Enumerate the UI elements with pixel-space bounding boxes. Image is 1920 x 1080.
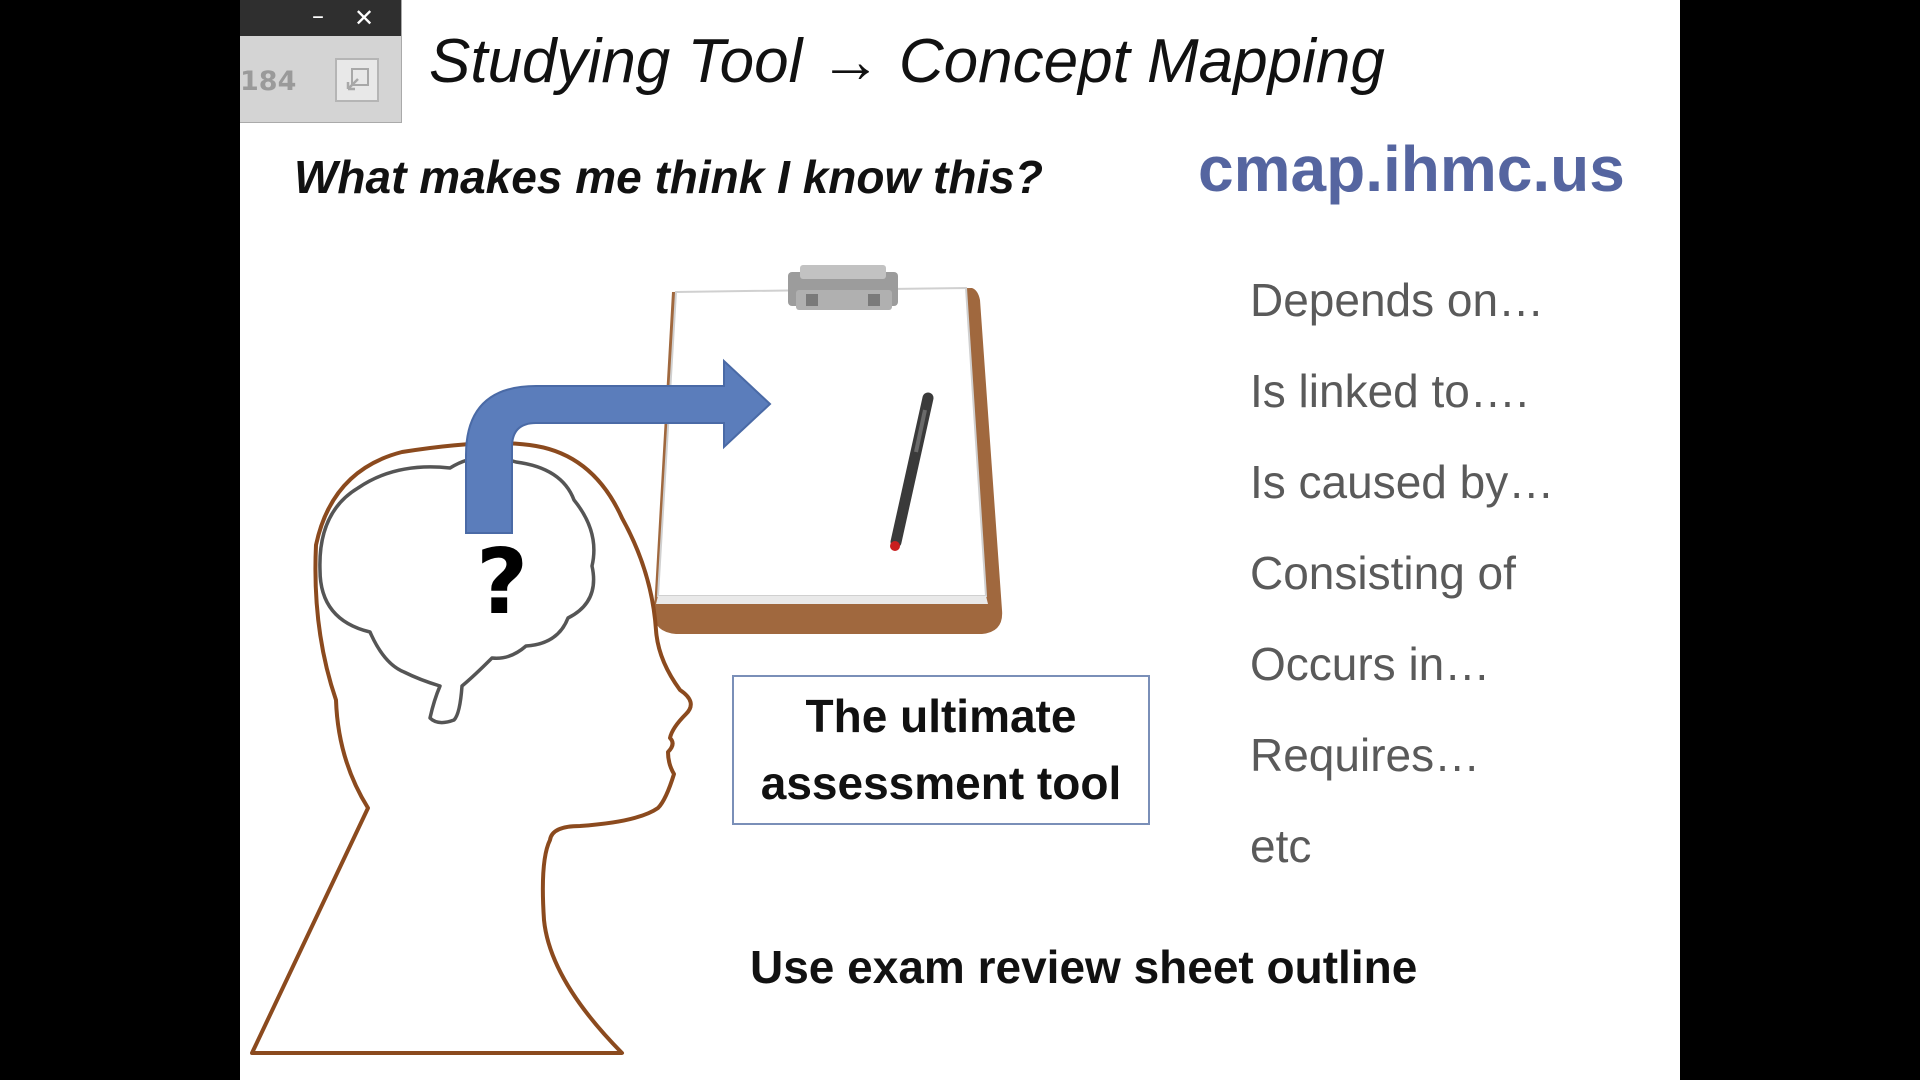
relation-item: Depends on… <box>1250 274 1545 326</box>
footer-note: Use exam review sheet outline <box>750 941 1418 993</box>
pen-icon <box>890 392 934 551</box>
clipboard-icon <box>653 265 1003 634</box>
presenter-mini-window: – ✕ 184 <box>240 0 402 123</box>
illustration <box>250 265 1003 1055</box>
relation-item: etc <box>1250 820 1312 872</box>
relation-item: Is caused by… <box>1250 456 1555 508</box>
relation-item: Is linked to…. <box>1250 365 1529 417</box>
minimize-icon[interactable]: – <box>312 2 324 30</box>
relation-item: Consisting of <box>1250 547 1516 599</box>
website-link[interactable]: cmap.ihmc.us <box>1198 133 1625 205</box>
head-outline-icon <box>250 441 693 1055</box>
close-icon[interactable]: ✕ <box>354 4 375 32</box>
restore-icon[interactable] <box>335 58 379 102</box>
slide-title: Studying Tool → Concept Mapping <box>429 27 1385 96</box>
slide: ? – ✕ 184 Studying Tool → Concept Mappin… <box>240 0 1680 1080</box>
assessment-box-text: The ultimate assessment tool <box>760 690 1122 809</box>
slide-counter: 184 <box>240 66 297 97</box>
relation-item: Occurs in… <box>1250 638 1491 690</box>
relations-list: Depends on… Is linked to…. Is caused by…… <box>1250 265 1554 902</box>
brain-icon <box>318 455 596 725</box>
arrow-icon <box>465 358 772 534</box>
relation-item: Requires… <box>1250 729 1481 781</box>
mini-window-titlebar: – ✕ <box>240 0 401 36</box>
assessment-box: The ultimate assessment tool <box>732 675 1150 825</box>
slide-subtitle: What makes me think I know this? <box>294 151 1043 203</box>
question-mark: ? <box>476 530 529 635</box>
